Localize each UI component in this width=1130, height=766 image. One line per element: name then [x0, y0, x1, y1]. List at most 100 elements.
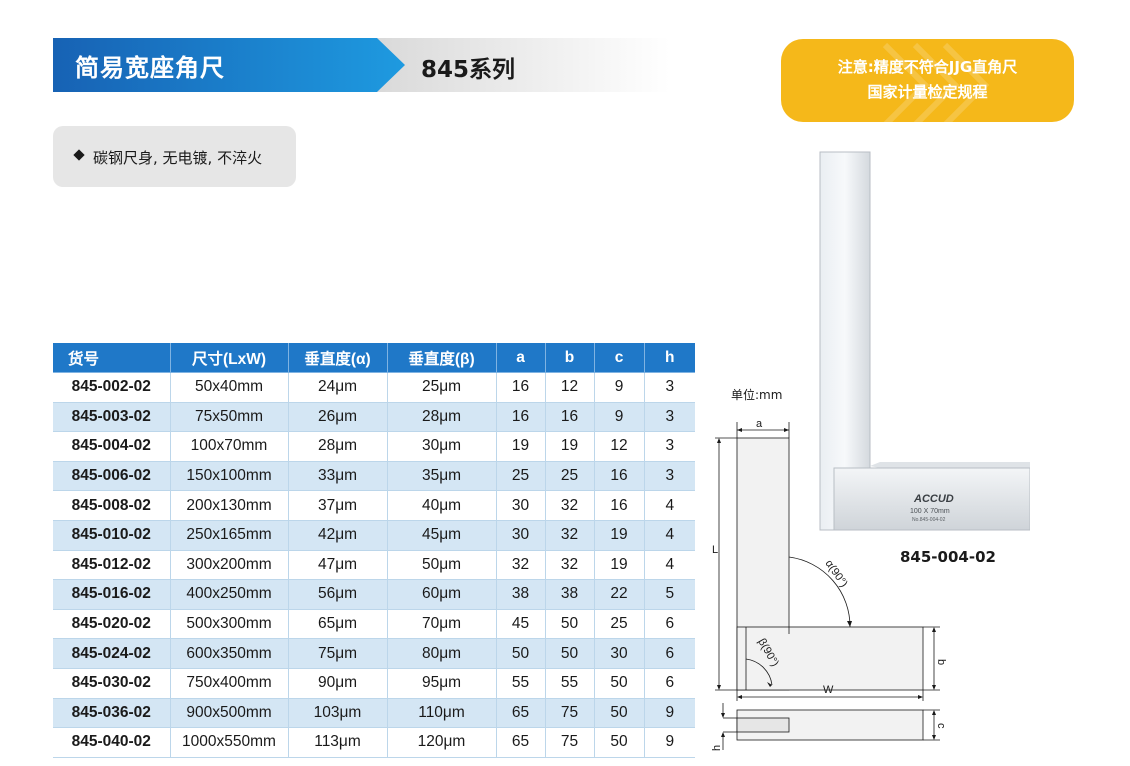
table-cell: 50	[496, 638, 546, 669]
table-cell: 9	[644, 698, 695, 729]
table-cell: 16	[496, 372, 546, 403]
table-cell: 9	[644, 727, 695, 758]
dim-label-c: c	[935, 723, 947, 729]
diamond-bullet-icon	[73, 149, 85, 161]
table-cell: 25	[545, 461, 595, 492]
table-cell: 28μm	[387, 402, 497, 433]
model-number-cell: 845-024-02	[53, 638, 171, 669]
table-cell: 25	[496, 461, 546, 492]
table-cell: 19	[496, 431, 546, 462]
notice-box: 注意:精度不符合JJG直角尺 国家计量检定规程	[781, 39, 1074, 122]
photo-size-mark: 100 X 70mm	[910, 508, 950, 515]
model-number-cell: 845-030-02	[53, 668, 171, 699]
table-cell: 26μm	[288, 402, 388, 433]
table-cell: 25	[594, 609, 645, 640]
table-cell: 16	[594, 461, 645, 492]
table-cell: 103μm	[288, 698, 388, 729]
table-cell: 12	[545, 372, 595, 403]
table-cell: 80μm	[387, 638, 497, 669]
table-cell: 9	[594, 402, 645, 433]
table-cell: 600x350mm	[170, 638, 289, 669]
table-cell: 65	[496, 727, 546, 758]
table-cell: 25μm	[387, 372, 497, 403]
table-cell: 32	[545, 520, 595, 551]
table-cell: 750x400mm	[170, 668, 289, 699]
table-cell: 12	[594, 431, 645, 462]
table-cell: 6	[644, 638, 695, 669]
table-cell: 4	[644, 550, 695, 581]
model-number-cell: 845-036-02	[53, 698, 171, 729]
table-cell: 75μm	[288, 638, 388, 669]
column-header: 垂直度(β)	[387, 343, 497, 373]
table-cell: 75x50mm	[170, 402, 289, 433]
column-header: a	[496, 343, 546, 373]
table-cell: 50	[545, 638, 595, 669]
table-cell: 60μm	[387, 579, 497, 610]
table-cell: 90μm	[288, 668, 388, 699]
table-cell: 47μm	[288, 550, 388, 581]
header-banner-shape	[53, 38, 670, 92]
feature-text: 碳钢尺身, 无电镀, 不淬火	[93, 149, 263, 167]
model-number-cell: 845-008-02	[53, 490, 171, 521]
table-cell: 32	[545, 550, 595, 581]
table-cell: 250x165mm	[170, 520, 289, 551]
table-cell: 40μm	[387, 490, 497, 521]
table-cell: 5	[644, 579, 695, 610]
photo-model-mark: No.845-004-02	[912, 517, 946, 523]
dim-label-a: a	[756, 418, 763, 430]
table-cell: 70μm	[387, 609, 497, 640]
column-header: 垂直度(α)	[288, 343, 388, 373]
watermark-icon	[882, 42, 990, 122]
table-cell: 19	[594, 550, 645, 581]
table-cell: 6	[644, 668, 695, 699]
table-cell: 4	[644, 520, 695, 551]
table-cell: 35μm	[387, 461, 497, 492]
header-banner: 简易宽座角尺 845系列	[53, 38, 670, 92]
model-number-cell: 845-004-02	[53, 431, 171, 462]
photo-caption: 845-004-02	[900, 548, 996, 566]
table-cell: 24μm	[288, 372, 388, 403]
table-cell: 32	[496, 550, 546, 581]
table-cell: 4	[644, 490, 695, 521]
column-header: 货号	[53, 343, 171, 373]
table-cell: 200x130mm	[170, 490, 289, 521]
table-cell: 38	[496, 579, 546, 610]
table-cell: 22	[594, 579, 645, 610]
table-cell: 37μm	[288, 490, 388, 521]
table-cell: 75	[545, 727, 595, 758]
dim-label-h: h	[711, 745, 723, 751]
table-cell: 16	[496, 402, 546, 433]
table-cell: 56μm	[288, 579, 388, 610]
model-number-cell: 845-040-02	[53, 727, 171, 758]
table-cell: 38	[545, 579, 595, 610]
table-cell: 45	[496, 609, 546, 640]
feature-box: 碳钢尺身, 无电镀, 不淬火	[53, 126, 296, 187]
table-cell: 55	[545, 668, 595, 699]
table-cell: 400x250mm	[170, 579, 289, 610]
table-cell: 110μm	[387, 698, 497, 729]
table-cell: 150x100mm	[170, 461, 289, 492]
dim-label-W: W	[823, 684, 834, 696]
table-cell: 120μm	[387, 727, 497, 758]
table-cell: 45μm	[387, 520, 497, 551]
model-number-cell: 845-010-02	[53, 520, 171, 551]
table-cell: 30	[594, 638, 645, 669]
column-header: h	[644, 343, 695, 373]
table-cell: 6	[644, 609, 695, 640]
dimension-diagram: a L W b c h α(90°) β(90°)	[711, 418, 947, 751]
table-cell: 65μm	[288, 609, 388, 640]
table-cell: 900x500mm	[170, 698, 289, 729]
table-cell: 16	[545, 402, 595, 433]
table-cell: 28μm	[288, 431, 388, 462]
table-cell: 33μm	[288, 461, 388, 492]
table-cell: 3	[644, 431, 695, 462]
table-cell: 500x300mm	[170, 609, 289, 640]
table-cell: 1000x550mm	[170, 727, 289, 758]
